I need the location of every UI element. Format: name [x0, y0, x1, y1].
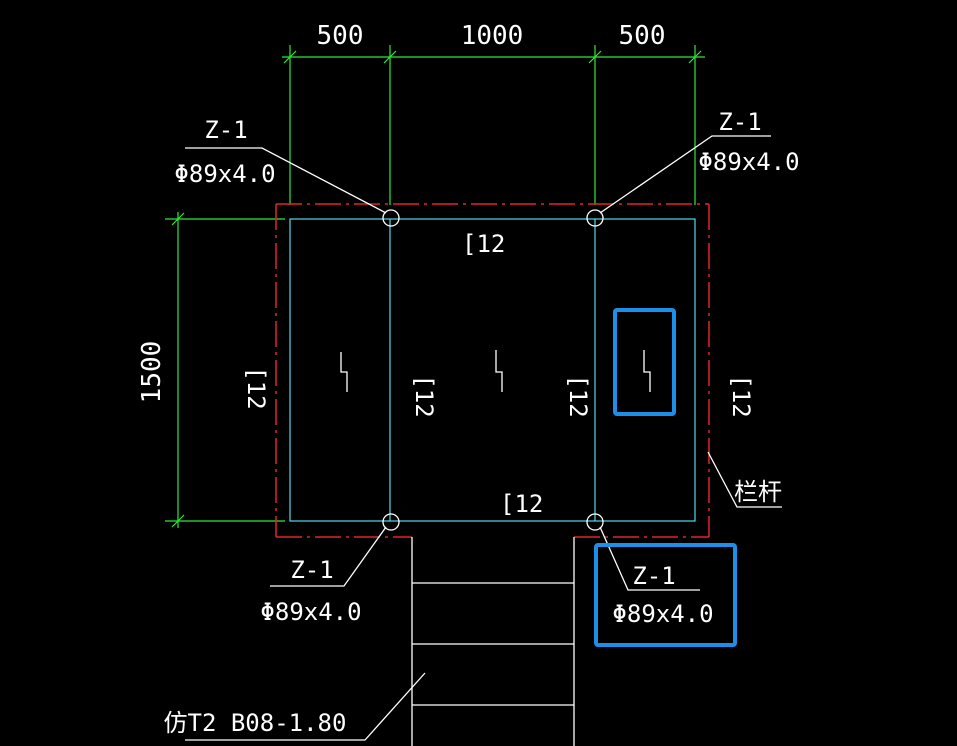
column-label-bottom-right-spec: Φ89x4.0	[612, 600, 713, 628]
stair	[185, 537, 575, 746]
leader-lines	[185, 135, 782, 591]
beam-label-bottom: [12	[500, 490, 543, 518]
column-label-top-left-name: Z-1	[204, 116, 247, 144]
column-label-top-right-spec: Φ89x4.0	[698, 148, 799, 176]
column-top-left	[382, 209, 400, 227]
beam-label-left: [12	[242, 366, 270, 409]
column-label-bottom-left-name: Z-1	[290, 556, 333, 584]
stair-label: 仿T2 B08-1.80	[164, 709, 347, 737]
beam-grid	[289, 218, 696, 522]
slab-span-marks	[340, 350, 651, 392]
highlight-box-column-label	[594, 543, 737, 647]
column-label-top-left-spec: Φ89x4.0	[174, 160, 275, 188]
railing-outline	[275, 203, 710, 538]
dim-top-3: 500	[619, 21, 666, 51]
beam-label-mid-left: [12	[410, 374, 438, 417]
railing-label: 栏杆	[734, 478, 782, 506]
column-top-right	[586, 209, 604, 227]
column-label-bottom-left-spec: Φ89x4.0	[260, 598, 361, 626]
beam-label-mid-right: [12	[564, 374, 592, 417]
column-label-bottom-right-name: Z-1	[632, 562, 675, 590]
dim-top-2: 1000	[461, 21, 524, 51]
column-bottom-left	[382, 513, 400, 531]
beam-label-top: [12	[462, 230, 505, 258]
column-label-top-right-name: Z-1	[718, 108, 761, 136]
column-bottom-right	[586, 513, 604, 531]
dimension-lines	[165, 45, 705, 528]
highlight-box-slab	[613, 308, 676, 416]
beam-label-right: [12	[727, 374, 755, 417]
dim-top-1: 500	[317, 21, 364, 51]
dim-left: 1500	[137, 341, 167, 404]
